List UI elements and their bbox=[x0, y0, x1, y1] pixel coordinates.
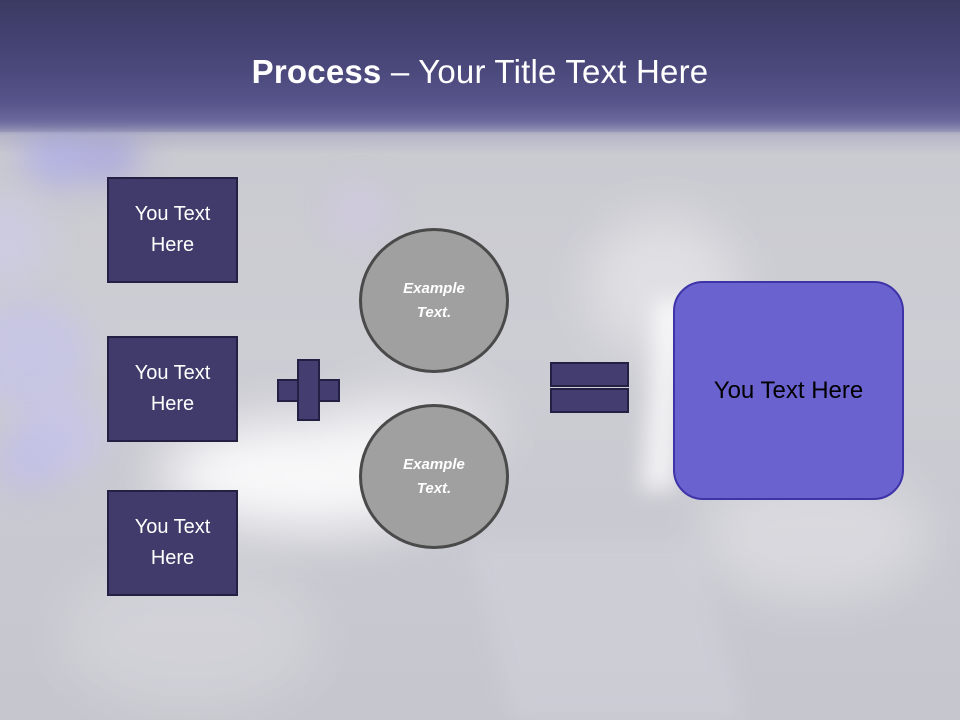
plus-icon-center bbox=[299, 381, 318, 400]
page-title-emphasis: Process bbox=[251, 53, 382, 90]
page-title-rest: Your Title Text Here bbox=[418, 53, 709, 90]
plus-icon bbox=[277, 359, 340, 421]
title-band-fade bbox=[0, 120, 960, 154]
page-title: Process – Your Title Text Here bbox=[0, 50, 960, 94]
equals-icon-bottom-bar bbox=[550, 388, 629, 413]
equals-icon-top-bar bbox=[550, 362, 629, 387]
page-title-separator: – bbox=[381, 53, 419, 90]
title-band bbox=[0, 0, 960, 132]
result-box[interactable]: You Text Here bbox=[673, 281, 904, 500]
result-box-label: You Text Here bbox=[713, 376, 864, 404]
